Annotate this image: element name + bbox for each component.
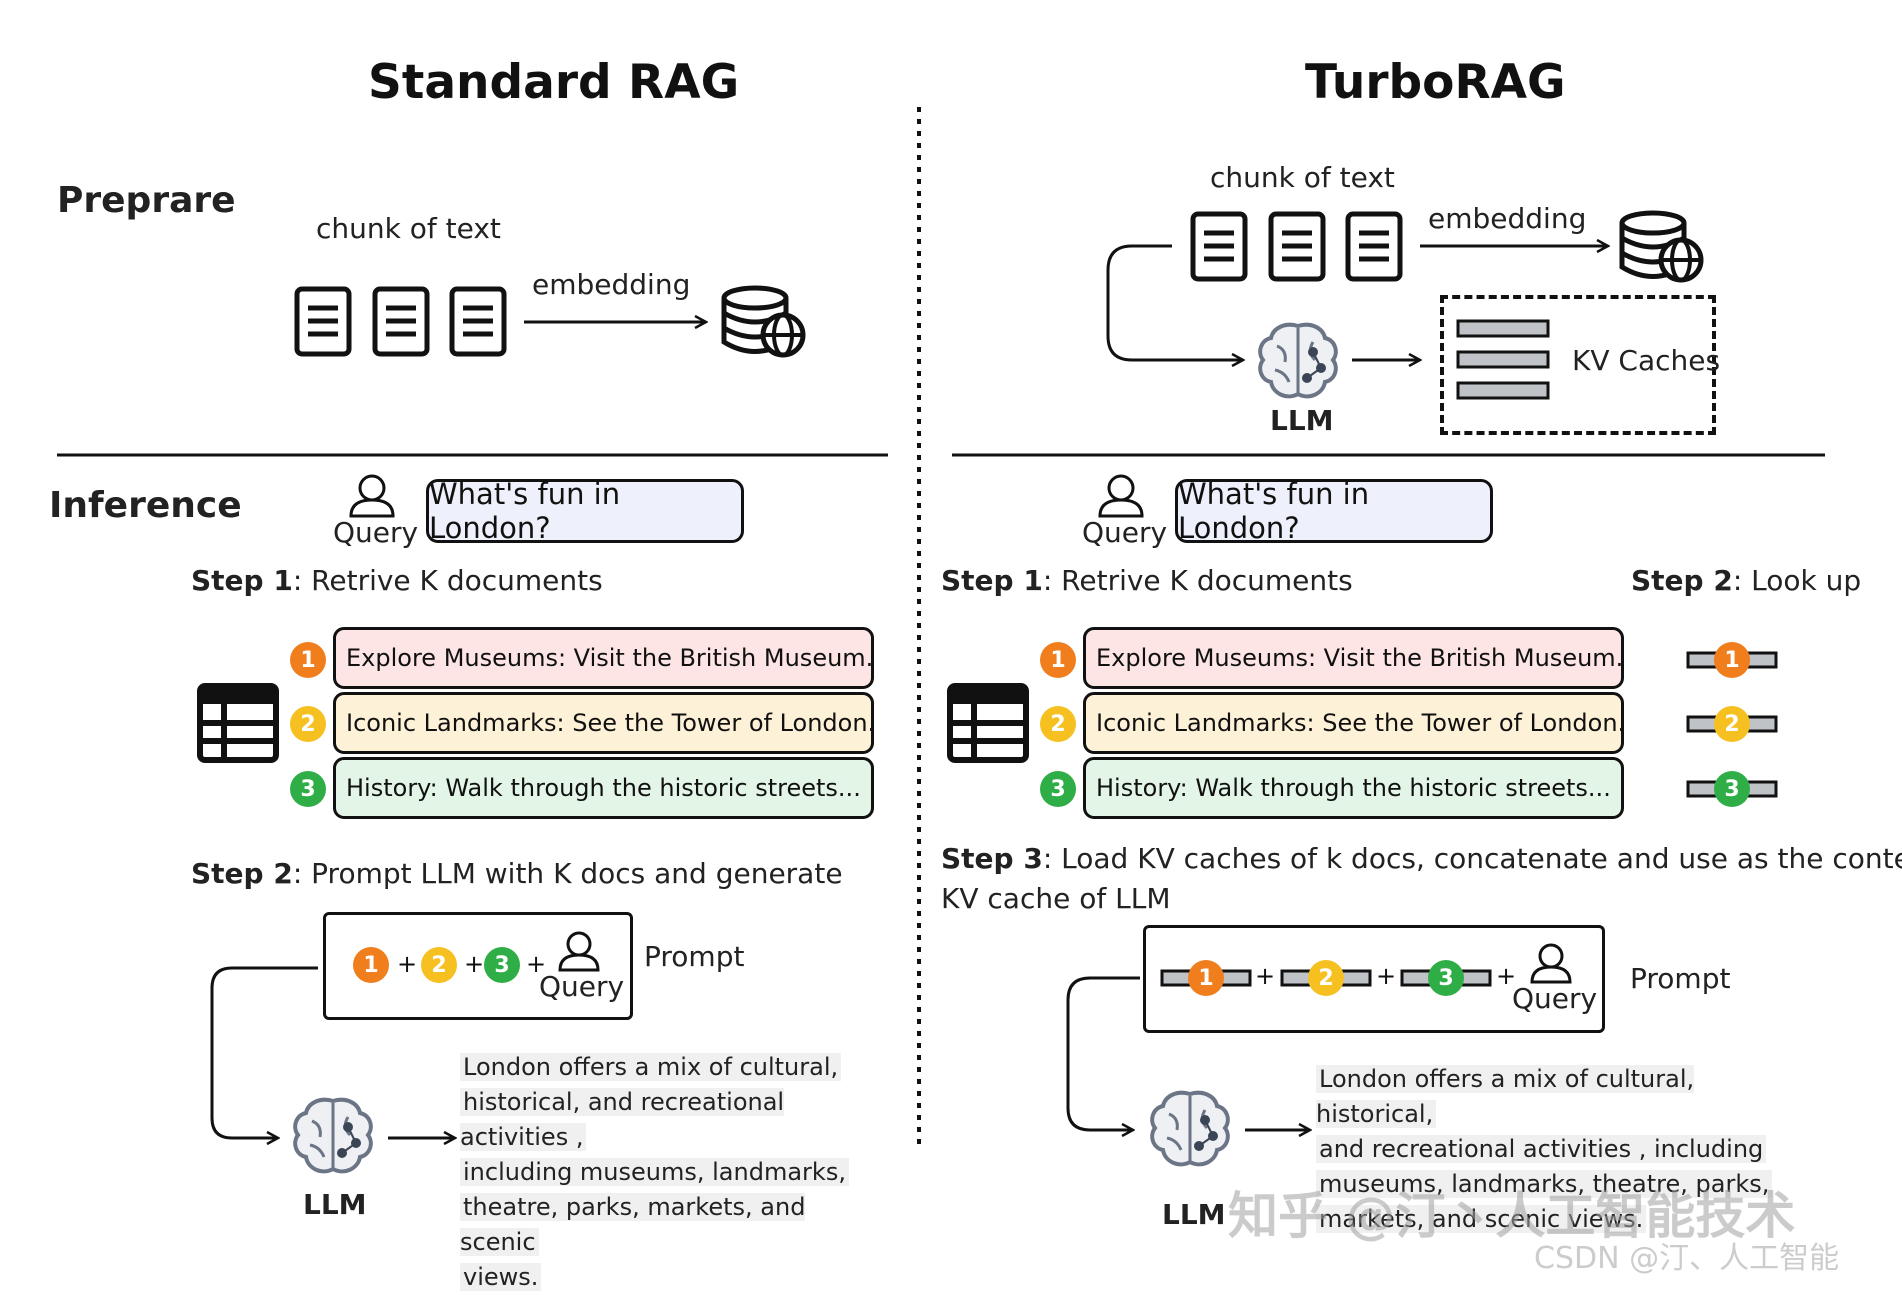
kv-caches-label: KV Caches — [1572, 344, 1721, 377]
left-doc-2: Iconic Landmarks: See the Tower of Londo… — [333, 692, 874, 754]
right-query-label: Query — [1082, 516, 1168, 549]
right-step3-line2: KV cache of LLM — [941, 882, 1171, 915]
user-icon — [1530, 943, 1572, 984]
badge-3: 3 — [1428, 960, 1464, 996]
left-title: Standard RAG — [368, 55, 740, 110]
kv-caches-box — [1440, 295, 1716, 435]
left-prompt-label: Prompt — [644, 940, 745, 973]
document-icon — [1345, 211, 1403, 282]
prepare-label: Preprare — [57, 180, 236, 221]
plus-sign: + — [464, 950, 485, 978]
brain-icon — [1258, 322, 1338, 399]
badge-3: 3 — [290, 771, 326, 807]
left-query-box: What's fun in London? — [426, 477, 744, 545]
left-prompt-connector — [210, 966, 318, 1138]
inference-label: Inference — [49, 485, 242, 526]
badge-2: 2 — [421, 947, 457, 983]
left-prompt-query: Query — [539, 970, 625, 1003]
right-prompt-box — [1143, 925, 1605, 1033]
left-doc-1: Explore Museums: Visit the British Museu… — [333, 627, 874, 689]
plus-sign: + — [526, 950, 547, 978]
left-step2: Step 2: Prompt LLM with K docs and gener… — [191, 857, 843, 890]
right-prompt-label: Prompt — [1630, 962, 1731, 995]
left-query-label: Query — [333, 516, 419, 549]
document-icon — [449, 286, 507, 357]
watermark-zhihu: 知乎 @汀丶人工智能技术 — [1228, 1187, 1796, 1245]
right-embedding-label: embedding — [1428, 202, 1587, 235]
badge-1: 1 — [1714, 642, 1750, 678]
document-icon — [1190, 211, 1248, 282]
user-icon — [1098, 474, 1144, 518]
left-doc-3: History: Walk through the historic stree… — [333, 757, 874, 819]
badge-2: 2 — [290, 706, 326, 742]
document-icon — [372, 286, 430, 357]
badge-2: 2 — [1308, 960, 1344, 996]
database-globe-icon — [721, 285, 806, 358]
right-doc-2: Iconic Landmarks: See the Tower of Londo… — [1083, 692, 1624, 754]
right-title: TurboRAG — [1305, 55, 1566, 110]
badge-1: 1 — [1040, 642, 1076, 678]
badge-2: 2 — [1040, 706, 1076, 742]
brain-icon — [293, 1097, 373, 1174]
right-llm-label: LLM — [1270, 404, 1334, 437]
plus-sign: + — [397, 950, 418, 978]
badge-3: 3 — [484, 947, 520, 983]
database-globe-icon — [1619, 210, 1704, 283]
plus-sign: + — [1255, 962, 1276, 990]
plus-sign: + — [1496, 962, 1517, 990]
badge-1: 1 — [353, 947, 389, 983]
right-llm-label-2: LLM — [1162, 1198, 1226, 1231]
table-icon — [947, 683, 1029, 763]
user-icon — [349, 474, 395, 518]
left-answer-text: London offers a mix of cultural, histori… — [460, 1050, 890, 1295]
right-doc-1: Explore Museums: Visit the British Museu… — [1083, 627, 1624, 689]
right-doc-3: History: Walk through the historic stree… — [1083, 757, 1624, 819]
right-step1: Step 1: Retrive K documents — [941, 564, 1353, 597]
right-document-icons — [1190, 211, 1403, 282]
table-icon — [197, 683, 279, 763]
watermark-csdn: CSDN @汀、人工智能 — [1534, 1241, 1840, 1276]
left-document-icons — [294, 286, 507, 357]
left-llm-label: LLM — [303, 1188, 367, 1221]
left-embedding-label: embedding — [532, 268, 691, 301]
document-icon — [294, 286, 352, 357]
right-step2: Step 2: Look up — [1631, 564, 1862, 597]
right-prompt-connector — [1066, 976, 1140, 1130]
right-query-box: What's fun in London? — [1175, 477, 1493, 545]
brain-icon — [1150, 1090, 1230, 1167]
plus-sign: + — [1376, 962, 1397, 990]
badge-3: 3 — [1714, 771, 1750, 807]
right-chunk-label: chunk of text — [1210, 161, 1395, 194]
user-icon — [558, 931, 600, 972]
right-prompt-query: Query — [1512, 982, 1598, 1015]
left-chunk-label: chunk of text — [316, 212, 501, 245]
right-step3: Step 3: Load KV caches of k docs, concat… — [941, 842, 1902, 875]
left-step1: Step 1: Retrive K documents — [191, 564, 603, 597]
badge-1: 1 — [290, 642, 326, 678]
badge-2: 2 — [1714, 706, 1750, 742]
right-answer-text: London offers a mix of cultural, histori… — [1316, 1062, 1816, 1237]
badge-1: 1 — [1188, 960, 1224, 996]
kv-cache-bars-icon — [1456, 319, 1550, 400]
right-docs-connector — [1106, 244, 1243, 360]
document-icon — [1268, 211, 1326, 282]
badge-3: 3 — [1040, 771, 1076, 807]
